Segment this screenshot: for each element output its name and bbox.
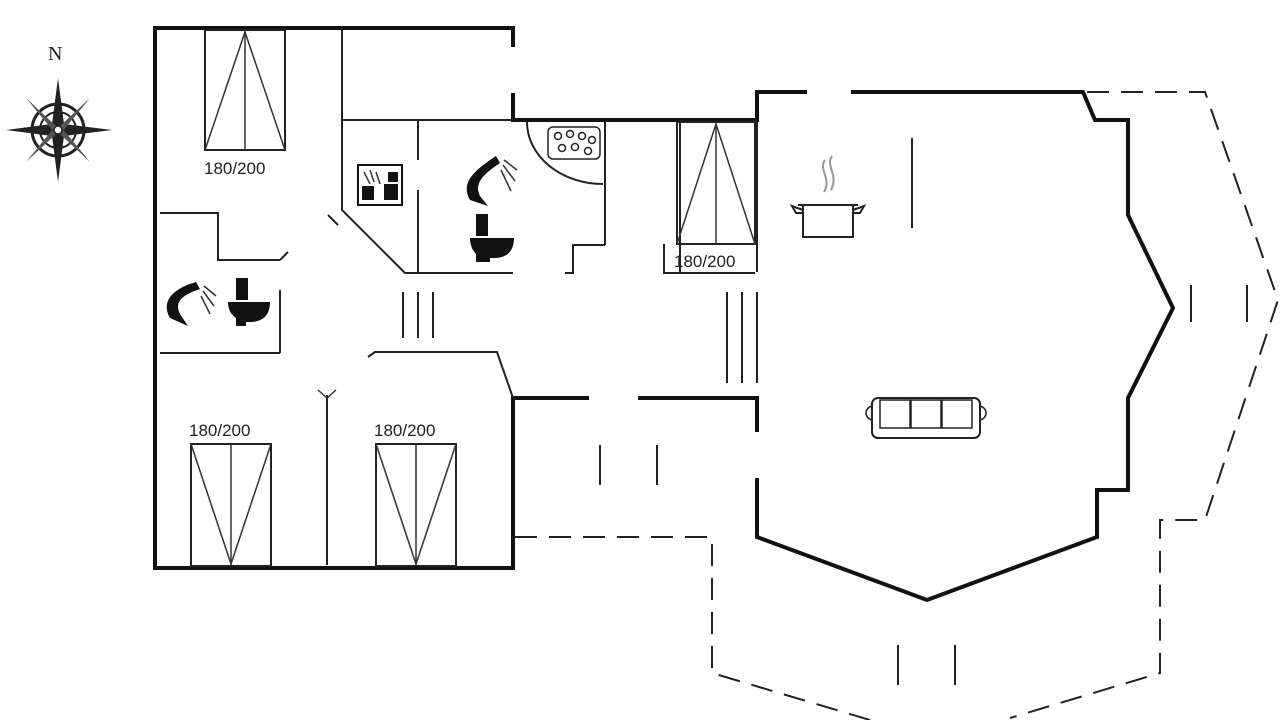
bed-3: 180/200 [189,421,272,567]
bed-1: 180/200 [204,29,286,178]
shower-icon [166,282,217,326]
outer-walls [153,26,1176,603]
hob-icon [526,121,604,185]
bed-1-label: 180/200 [204,159,265,178]
terrace-outline [515,91,1280,720]
bed-2-label: 180/200 [674,252,735,271]
bed-4-label: 180/200 [374,421,435,440]
interior-walls [160,30,1248,685]
sofa-icon [865,397,987,439]
bed-3-label: 180/200 [189,421,250,440]
toilet-icon [470,214,514,262]
shower-icon [466,156,518,206]
sauna-icon [357,164,403,206]
bed-2: 180/200 [663,121,756,274]
toilet-icon [228,278,270,326]
north-label: N [48,43,62,65]
bed-4: 180/200 [374,421,457,567]
compass-rose-icon: N [6,43,112,182]
cooking-pot-icon [789,155,867,238]
